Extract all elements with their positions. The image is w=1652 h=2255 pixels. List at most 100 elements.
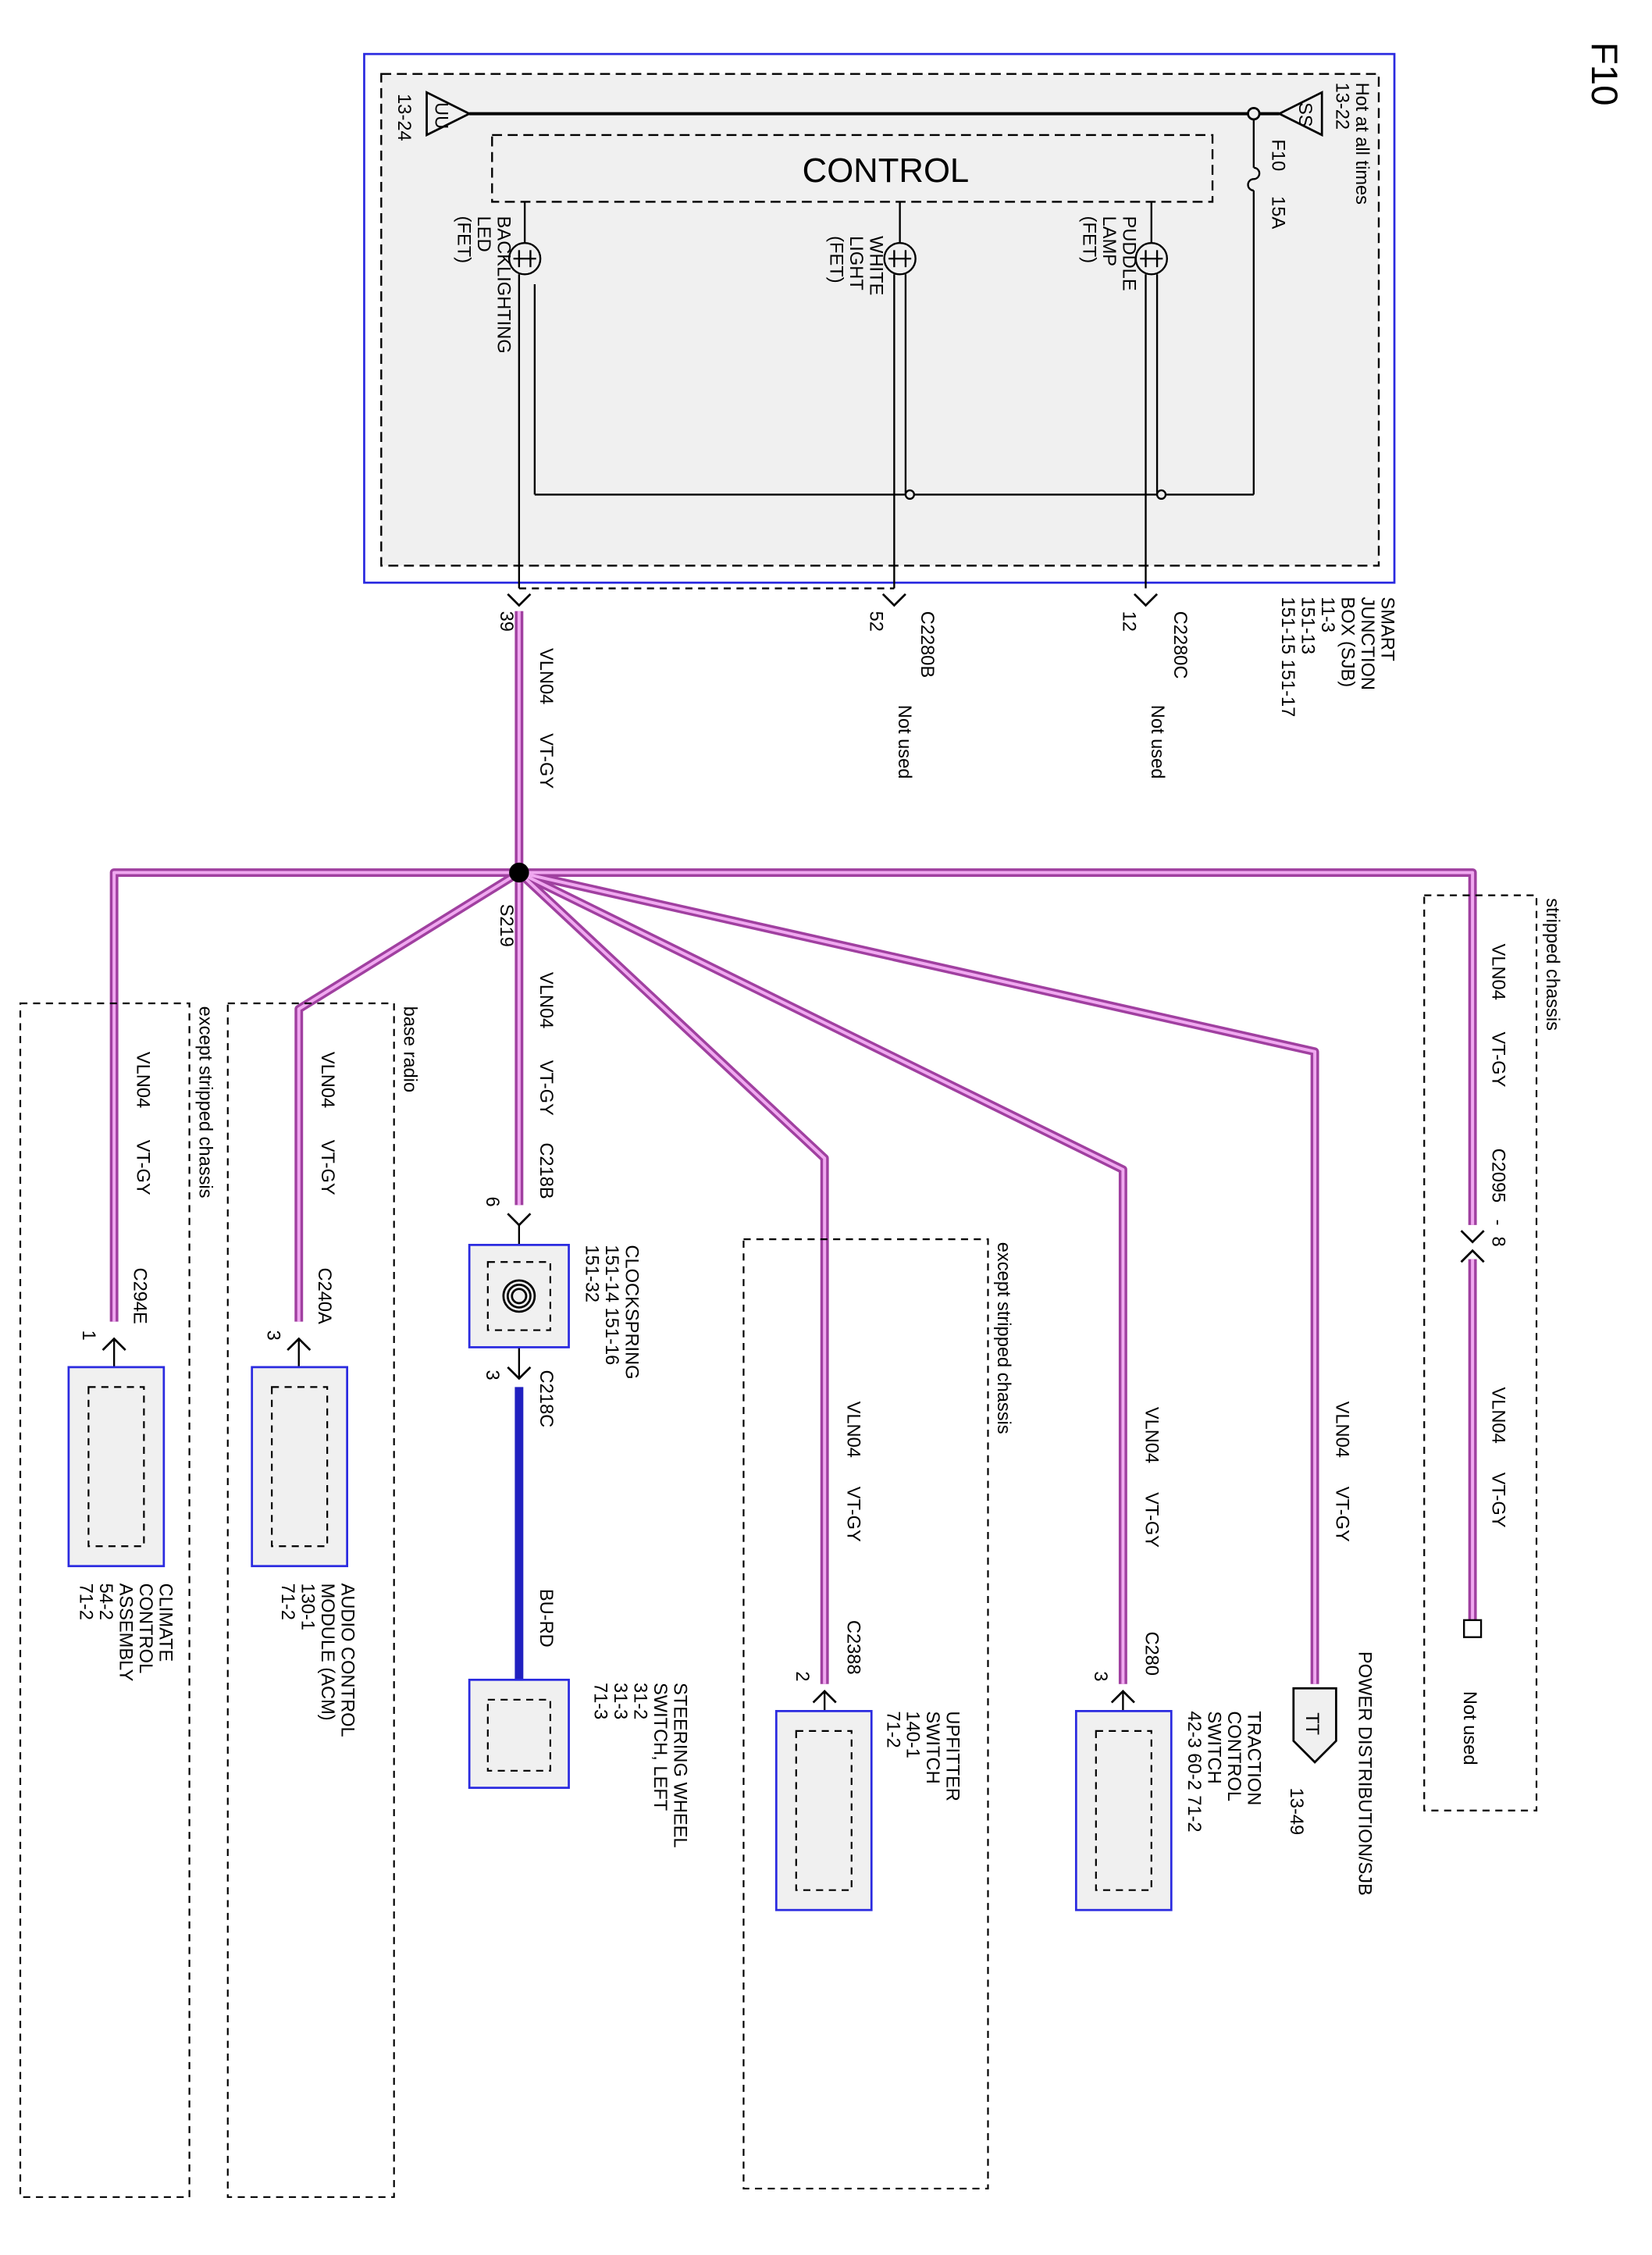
- svg-text:TT: TT: [1301, 1712, 1322, 1735]
- svg-text:6: 6: [482, 1197, 502, 1207]
- ss-input-tag: SS: [1276, 91, 1323, 137]
- steering-label: STEERING WHEEL SWITCH, LEFT 31-2 31-3 71…: [589, 1683, 689, 1848]
- svg-text:3: 3: [482, 1370, 502, 1380]
- condition-except-stripped-mid: except stripped chassis: [993, 1242, 1013, 1434]
- traction-control-switch: [1074, 1710, 1173, 1911]
- fet-backlighting-label-2: LED: [473, 216, 493, 252]
- fet-puddle-lamp-label-2: LAMP: [1098, 216, 1119, 266]
- svg-text:VLN04: VLN04: [842, 1402, 863, 1458]
- hot-ref: 13-22: [1331, 83, 1351, 130]
- hot-at-all-times-label: Hot at all times: [1351, 83, 1372, 205]
- sjb-name-block: SMART JUNCTION BOX (SJB) 11-3 151-13 151…: [1277, 597, 1397, 717]
- svg-text:C2280B: C2280B: [917, 611, 937, 679]
- svg-text:151-13: 151-13: [1298, 597, 1318, 654]
- upfitter-switch: [774, 1710, 873, 1911]
- svg-text:AUDIO CONTROL: AUDIO CONTROL: [336, 1583, 357, 1737]
- svg-text:-: -: [1488, 1220, 1508, 1226]
- svg-text:54-2: 54-2: [95, 1583, 116, 1620]
- svg-text:CLOCKSPRING: CLOCKSPRING: [621, 1245, 641, 1379]
- climate-control-module: [67, 1366, 166, 1568]
- svg-text:VT-GY: VT-GY: [1141, 1492, 1162, 1548]
- svg-text:SWITCH: SWITCH: [922, 1711, 942, 1783]
- power-distribution-ref: 13-49: [1286, 1788, 1306, 1836]
- svg-text:8: 8: [1488, 1236, 1508, 1246]
- svg-text:MODULE (ACM): MODULE (ACM): [317, 1583, 337, 1721]
- svg-text:ASSEMBLY: ASSEMBLY: [115, 1583, 135, 1682]
- svg-text:C294E: C294E: [130, 1268, 150, 1324]
- svg-text:UU: UU: [430, 102, 450, 129]
- svg-text:CONTROL: CONTROL: [1223, 1711, 1244, 1801]
- wire-labels: VLN04 VT-GY VLN04 VT-GY VLN04 VT-GY VLN0…: [132, 648, 1508, 1648]
- svg-text:VLN04: VLN04: [1141, 1407, 1162, 1463]
- svg-text:STEERING WHEEL: STEERING WHEEL: [669, 1683, 689, 1848]
- svg-text:VLN04: VLN04: [317, 1052, 337, 1108]
- power-distribution-label: POWER DISTRIBUTION/SJB: [1355, 1651, 1375, 1896]
- stripped-wire-end: [1463, 1619, 1483, 1638]
- svg-text:SS: SS: [1294, 102, 1315, 127]
- svg-text:BU-RD: BU-RD: [536, 1589, 556, 1648]
- svg-text:C218C: C218C: [536, 1370, 556, 1428]
- audio-label: AUDIO CONTROL MODULE (ACM) 130-1 71-2: [277, 1583, 357, 1737]
- splice-label: S219: [496, 904, 516, 947]
- svg-text:VLN04: VLN04: [132, 1052, 152, 1108]
- power-distribution-tag: TT: [1292, 1687, 1337, 1764]
- fet-white-light-label-2: LIGHT: [846, 236, 866, 290]
- svg-text:CLIMATE: CLIMATE: [155, 1583, 175, 1662]
- svg-text:VLN04: VLN04: [536, 648, 556, 704]
- fet-backlighting: [507, 201, 542, 589]
- svg-text:SWITCH: SWITCH: [1204, 1711, 1224, 1783]
- svg-text:71-3: 71-3: [589, 1683, 610, 1719]
- svg-text:52: 52: [865, 611, 885, 632]
- svg-text:VLN04: VLN04: [1488, 944, 1508, 1000]
- fet-puddle-lamp: [1134, 201, 1169, 589]
- climate-label: CLIMATE CONTROL ASSEMBLY 54-2 71-2: [75, 1583, 175, 1682]
- svg-text:3: 3: [1090, 1671, 1110, 1681]
- page-code: F10: [1583, 42, 1625, 106]
- svg-text:71-2: 71-2: [75, 1583, 95, 1620]
- svg-text:SWITCH, LEFT: SWITCH, LEFT: [650, 1683, 670, 1811]
- svg-text:VT-GY: VT-GY: [842, 1487, 863, 1542]
- clockspring: [468, 1244, 570, 1348]
- c2280c-connector: C2280C 12 Not used: [1118, 593, 1190, 779]
- svg-text:VT-GY: VT-GY: [536, 1060, 556, 1116]
- svg-text:71-2: 71-2: [277, 1583, 297, 1620]
- upfitter-label: UPFITTER SWITCH 140-1 71-2: [882, 1711, 962, 1801]
- svg-text:C2095: C2095: [1488, 1149, 1508, 1203]
- svg-text:VLN04: VLN04: [1488, 1387, 1508, 1443]
- svg-text:42-3 60-2 71-2: 42-3 60-2 71-2: [1184, 1711, 1204, 1832]
- svg-text:C218B: C218B: [536, 1142, 556, 1199]
- svg-text:Not used: Not used: [1147, 705, 1167, 779]
- steering-wheel-switch: [468, 1678, 570, 1790]
- svg-text:VLN04: VLN04: [536, 972, 556, 1028]
- svg-text:C2280C: C2280C: [1170, 611, 1190, 679]
- fuse-rating: 15A: [1268, 196, 1288, 229]
- traction-label: TRACTION CONTROL SWITCH 42-3 60-2 71-2: [1184, 1711, 1263, 1832]
- svg-text:151-32: 151-32: [581, 1245, 601, 1302]
- svg-text:151-15 151-17: 151-15 151-17: [1277, 597, 1298, 717]
- svg-text:31-3: 31-3: [610, 1683, 630, 1719]
- fet-white-light-label: WHITE: [865, 236, 885, 295]
- c2280b-connector: C2280B 52 Not used: [865, 593, 937, 778]
- c280-connector: C280 3: [1090, 1631, 1162, 1731]
- svg-text:TRACTION: TRACTION: [1244, 1711, 1264, 1805]
- svg-text:CONTROL: CONTROL: [135, 1583, 155, 1674]
- svg-text:C2388: C2388: [842, 1620, 863, 1675]
- c2095-connector: C2095 - 8: [1460, 1149, 1508, 1263]
- svg-text:31-2: 31-2: [629, 1683, 650, 1719]
- svg-text:12: 12: [1118, 611, 1138, 632]
- sjb-pin-39: 39: [496, 593, 532, 632]
- svg-text:SMART: SMART: [1377, 597, 1397, 661]
- svg-text:VT-GY: VT-GY: [1488, 1031, 1508, 1087]
- fet-puddle-lamp-label-3: (FET): [1078, 216, 1098, 263]
- fuse-id: F10: [1268, 139, 1288, 171]
- condition-stripped: stripped chassis: [1542, 898, 1562, 1031]
- condition-except-stripped-left: except stripped chassis: [194, 1006, 215, 1199]
- svg-text:VT-GY: VT-GY: [317, 1140, 337, 1195]
- wire-harness: [109, 611, 1477, 1684]
- stripped-not-used: Not used: [1459, 1691, 1479, 1765]
- svg-text:130-1: 130-1: [297, 1583, 317, 1631]
- svg-text:VLN04: VLN04: [1331, 1402, 1351, 1458]
- condition-boxes: [19, 894, 1538, 2198]
- fet-white-light-label-3: (FET): [825, 236, 846, 283]
